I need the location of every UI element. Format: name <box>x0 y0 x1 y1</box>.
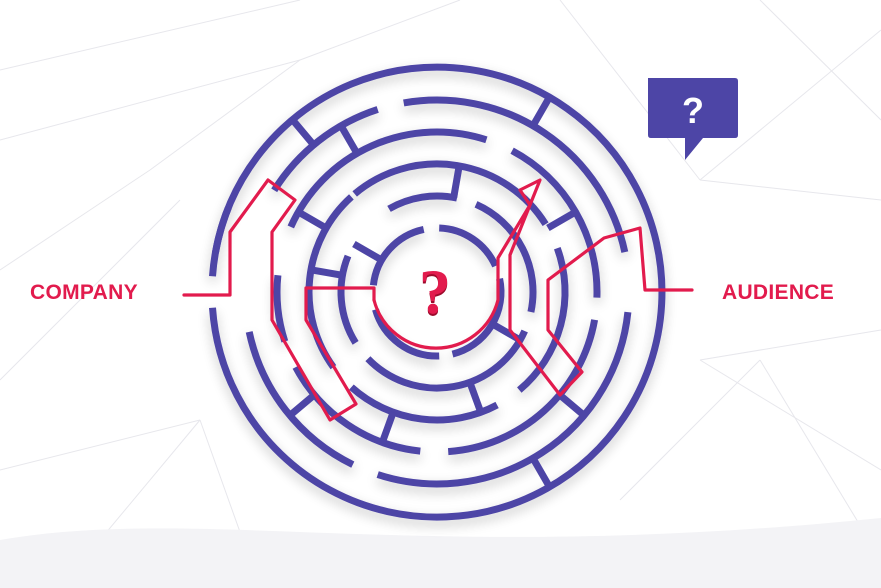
speech-bubble-question-icon <box>648 78 738 160</box>
maze-spoke-5 <box>379 411 397 444</box>
maze-ring-5-arc-0 <box>369 225 425 286</box>
company-label: COMPANY <box>30 281 138 304</box>
solution-path-segment-2 <box>496 178 694 397</box>
maze-spoke-0 <box>289 117 317 148</box>
maze-spoke-4 <box>546 208 578 232</box>
maze-ring-1-arc-2 <box>376 311 632 488</box>
maze-ring-2-arc-0 <box>287 128 488 229</box>
maze-ring-1-arc-1 <box>403 96 629 253</box>
solution-path-segment-1 <box>372 298 500 350</box>
maze-spoke-11 <box>352 240 384 264</box>
maze-spoke-8 <box>466 380 485 414</box>
maze-ring-4-arc-3 <box>337 254 359 345</box>
maze-ring-0-arc-1 <box>209 206 232 277</box>
maze-ring-5-arc-1 <box>438 224 499 268</box>
maze-spoke-9 <box>310 266 344 279</box>
maze-ring-0-arc-0 <box>209 63 666 521</box>
maze-spoke-6 <box>296 208 328 232</box>
maze-ring-2-arc-2 <box>447 319 599 456</box>
maze-ring-4-arc-1 <box>474 201 537 313</box>
maze-ring-5-arc-2 <box>451 277 505 358</box>
maze-ring-2-arc-3 <box>292 365 421 455</box>
maze-spoke-12 <box>529 456 553 489</box>
solution-path-segment-0 <box>182 178 376 422</box>
maze-ring-3-arc-1 <box>517 247 569 393</box>
maze-spoke-13 <box>337 123 361 156</box>
maze-spoke-1 <box>529 95 553 128</box>
bubble-question-glyph: ? <box>682 90 704 131</box>
audience-label: AUDIENCE <box>722 281 835 304</box>
maze-ring-1-arc-0 <box>271 106 379 193</box>
solution-path <box>182 178 694 422</box>
maze-ring-4-arc-0 <box>387 192 458 212</box>
maze-ring-1-arc-3 <box>245 331 355 468</box>
maze-ring-5-arc-3 <box>372 308 440 360</box>
maze-spokes <box>287 95 587 489</box>
question-mark-icon: ? <box>419 256 451 327</box>
maze-spoke-2 <box>557 392 587 419</box>
maze-ring-4-arc-2 <box>365 329 528 392</box>
maze-spoke-3 <box>287 392 317 419</box>
maze-spoke-7 <box>450 165 463 199</box>
